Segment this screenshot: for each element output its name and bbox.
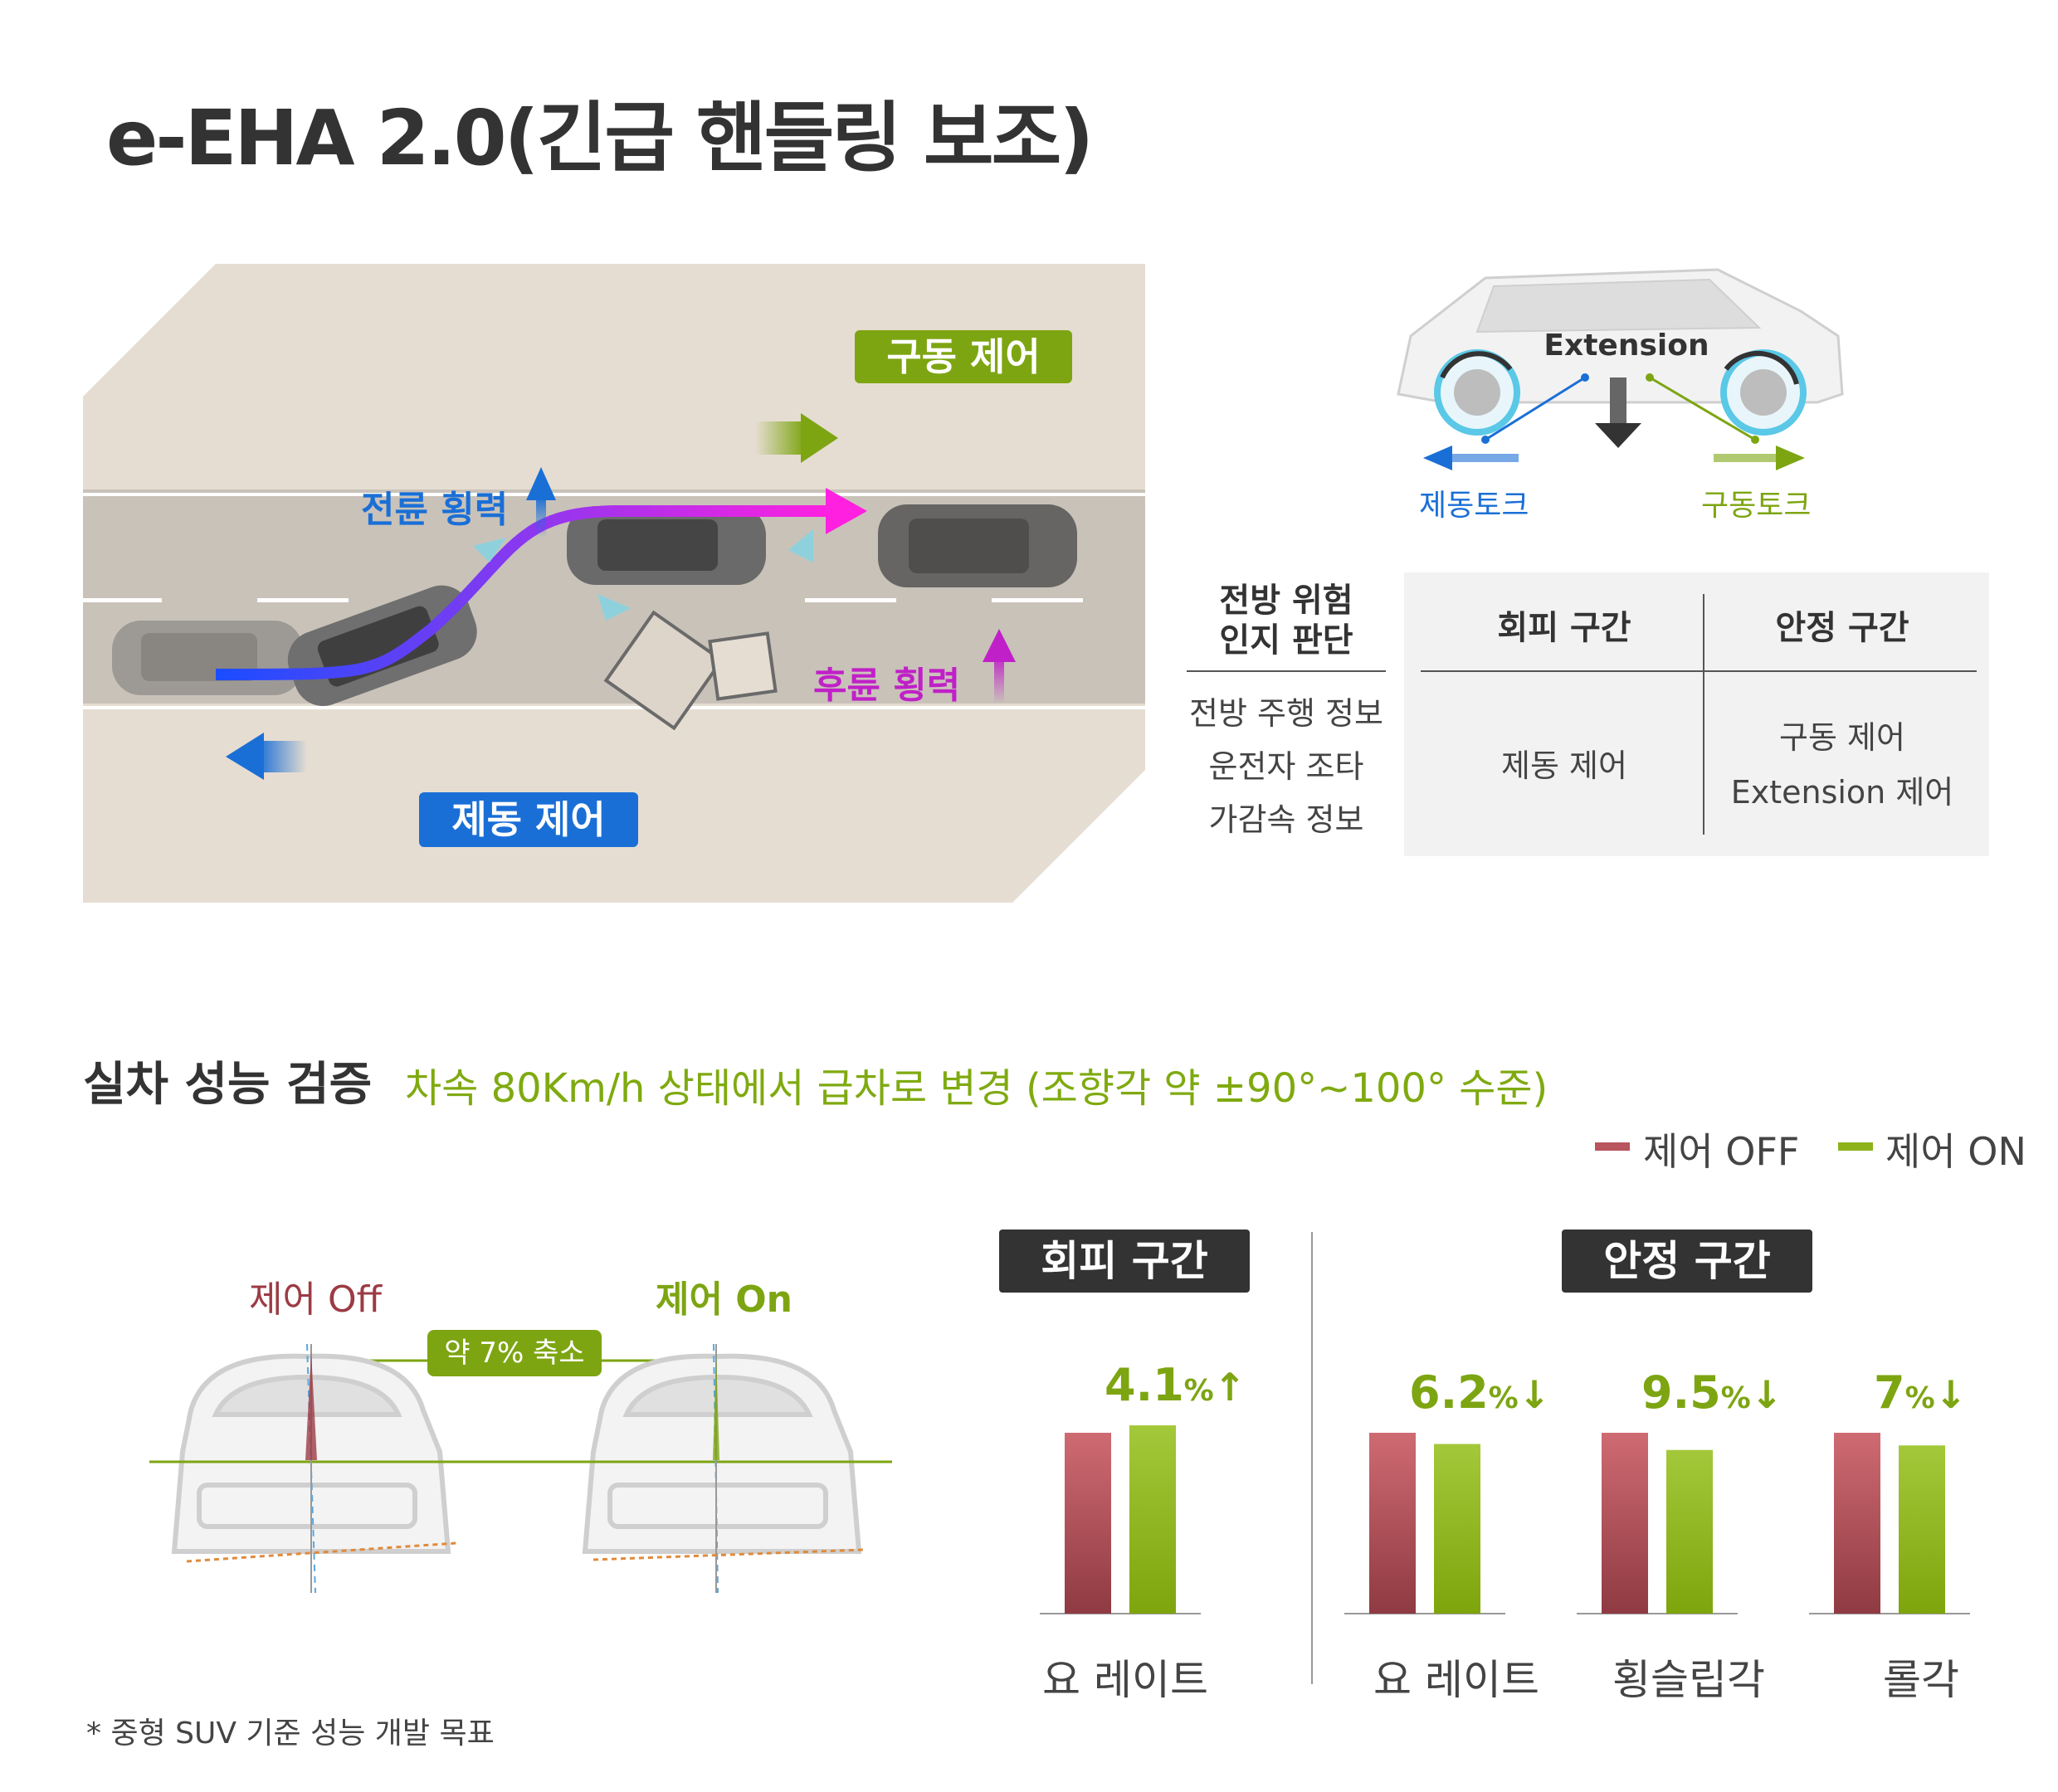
trajectory-path — [215, 505, 830, 680]
rear-lateral-arrow-tail — [994, 654, 1004, 704]
drive-torque-label: 구동토크 — [1701, 489, 1812, 523]
front-lateral-arrow-head — [526, 467, 556, 500]
reduction-badge: 약 7% 축소 — [427, 1330, 602, 1376]
table-left-header: 전방 위험 인지 판단 — [1219, 582, 1353, 660]
rear-lateral-label: 후륜 횡력 — [813, 665, 961, 707]
table-shaded-area — [1404, 572, 1989, 856]
brake-torque-arrow — [1423, 446, 1452, 470]
car-windows — [1475, 278, 1762, 334]
drive-arrow-tail — [755, 421, 805, 455]
group-header-avoid: 회피 구간 — [999, 1230, 1250, 1293]
extension-label: Extension — [1544, 329, 1709, 363]
brake-arrow-head — [226, 733, 264, 780]
footnote: * 중형 SUV 기준 성능 개발 목표 — [86, 1717, 495, 1751]
boxes-obstacle — [603, 610, 778, 731]
table-col2-header: 안정 구간 — [1775, 609, 1909, 647]
bar-control-off — [1834, 1433, 1880, 1614]
drive-arrow-head — [801, 413, 838, 463]
section-title: 실차 성능 검증 — [83, 1058, 373, 1112]
section-subtitle: 차속 80Km/h 상태에서 급차로 변경 (조향각 약 ±90°~100° 수… — [405, 1065, 1548, 1112]
car-end — [878, 504, 1077, 587]
table-left-items: 전방 주행 정보 운전자 조타 가감속 정보 — [1187, 687, 1386, 846]
table-col-divider — [1703, 594, 1704, 835]
table-left-item: 전방 주행 정보 — [1189, 695, 1383, 732]
car-front-on — [582, 1353, 862, 1554]
car-start — [112, 621, 303, 695]
category-label: 요 레이트 — [1042, 1656, 1208, 1704]
front-lateral-label: 전륜 횡력 — [361, 489, 509, 531]
data-label: 9.5%↓ — [1641, 1366, 1783, 1419]
data-label: 7%↓ — [1874, 1366, 1968, 1419]
lane-dashes — [83, 598, 1083, 602]
rear-lateral-arrow-head — [983, 629, 1016, 662]
brake-torque-label: 제동토크 — [1419, 489, 1529, 523]
category-label: 롤각 — [1883, 1656, 1959, 1704]
brake-arrow-tail — [257, 741, 307, 772]
table-left-divider — [1187, 670, 1386, 672]
car-front-comparison — [149, 1343, 892, 1593]
comparison-off-label: 제어 Off — [249, 1278, 382, 1321]
table-header-divider — [1421, 670, 1977, 672]
bar-control-on — [1434, 1444, 1480, 1614]
legend-on-swatch — [1838, 1142, 1873, 1151]
arrow-down-icon: ↓ — [1934, 1372, 1968, 1417]
group-header-stable: 안정 구간 — [1562, 1230, 1812, 1293]
arrow-down-icon: ↓ — [1518, 1372, 1551, 1417]
table-col2-body-1: 구동 제어 — [1779, 719, 1905, 756]
arrow-up-icon: ↑ — [1213, 1365, 1246, 1410]
bar-control-on — [1899, 1445, 1945, 1614]
car-torque-diagram — [1397, 268, 1844, 470]
table-col1-header: 회피 구간 — [1497, 609, 1631, 647]
bar-control-on — [1666, 1449, 1713, 1614]
bar-chart — [1040, 1425, 1970, 1614]
bar-control-off — [1602, 1433, 1648, 1614]
road-diagram — [83, 264, 1145, 903]
bar-control-on — [1129, 1425, 1176, 1614]
legend-on-label: 제어 ON — [1885, 1129, 2026, 1174]
brake-control-label: 제동 제어 — [419, 792, 638, 847]
page-title: e-EHA 2.0(긴급 핸들링 보조) — [106, 94, 1094, 183]
bar-control-off — [1369, 1433, 1416, 1614]
lane-line-top — [83, 493, 1145, 496]
lane-line-bottom — [83, 706, 1145, 709]
data-label: 6.2%↓ — [1409, 1366, 1551, 1419]
front-lateral-arrow-tail — [536, 496, 546, 538]
group-divider — [1311, 1232, 1313, 1684]
legend-off-swatch — [1595, 1142, 1630, 1151]
comparison-on-label: 제어 On — [656, 1278, 793, 1321]
arrow-down-icon: ↓ — [1750, 1372, 1783, 1417]
car-middle — [567, 506, 766, 585]
bar-control-off — [1065, 1433, 1111, 1614]
drive-torque-arrow — [1776, 446, 1805, 470]
data-label: 4.1%↑ — [1105, 1359, 1246, 1412]
force-wedges — [473, 529, 813, 621]
category-label: 횡슬립각 — [1612, 1656, 1765, 1704]
trajectory-arrowhead — [826, 488, 867, 534]
category-label: 요 레이트 — [1373, 1656, 1539, 1704]
legend-off-label: 제어 OFF — [1643, 1129, 1800, 1174]
table-col1-body: 제동 제어 — [1501, 747, 1627, 784]
extension-arrow-tail — [1610, 377, 1626, 427]
extension-arrow-head — [1595, 423, 1641, 448]
table-left-item: 운전자 조타 — [1208, 748, 1364, 785]
table-col2-body-2: Extension 제어 — [1730, 774, 1954, 811]
drive-control-label: 구동 제어 — [855, 330, 1072, 383]
table-left-item: 가감속 정보 — [1208, 801, 1364, 838]
